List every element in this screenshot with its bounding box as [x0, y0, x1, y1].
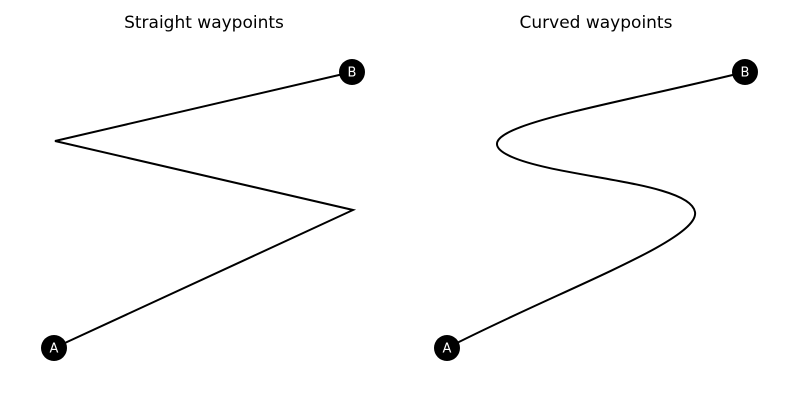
node-a-curved-circle	[434, 335, 460, 361]
edge-curved-a-to-b	[446, 71, 746, 349]
panel-curved: Curved waypoints A B	[434, 13, 758, 361]
node-b-straight-circle	[339, 59, 365, 85]
node-a-straight-label: A	[50, 342, 59, 357]
node-b-curved-circle	[732, 59, 758, 85]
edge-straight-a-to-b	[53, 71, 357, 349]
node-a-curved: A	[434, 335, 460, 361]
panel-title-curved: Curved waypoints	[520, 13, 673, 33]
node-b-curved-label: B	[741, 66, 750, 81]
node-a-curved-label: A	[443, 342, 452, 357]
node-a-straight-circle	[41, 335, 67, 361]
panel-title-straight: Straight waypoints	[124, 13, 284, 33]
panel-straight: Straight waypoints A B	[41, 13, 365, 361]
node-b-straight: B	[339, 59, 365, 85]
node-a-straight: A	[41, 335, 67, 361]
node-b-curved: B	[732, 59, 758, 85]
node-b-straight-label: B	[348, 66, 357, 81]
